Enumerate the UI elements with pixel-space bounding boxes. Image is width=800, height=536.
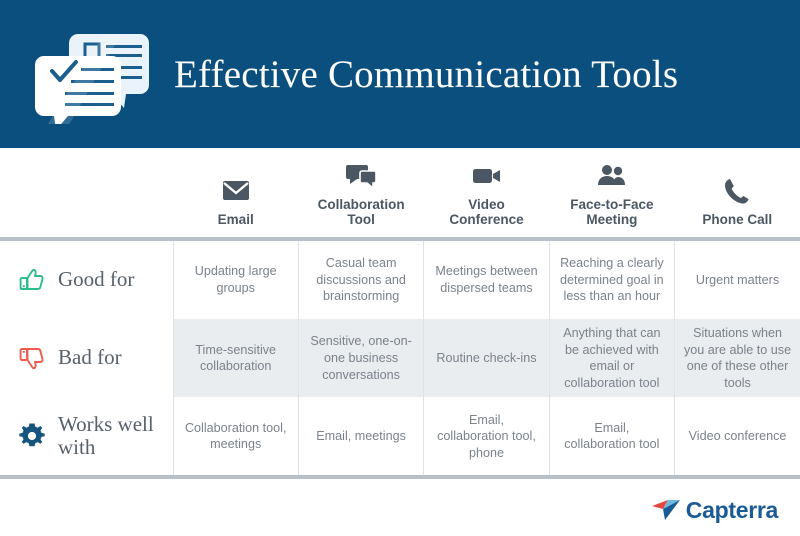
table-header-row: Email Collaboration Tool Video Conferenc… [0, 148, 800, 237]
table-cell: Meetings between dispersed teams [423, 241, 550, 319]
table-row: Good for Updating large groups Casual te… [0, 241, 800, 319]
capterra-logo-text: Capterra [685, 496, 779, 523]
gear-icon [18, 422, 46, 450]
table-cell: Anything that can be achieved with email… [548, 319, 676, 398]
envelope-icon [179, 176, 292, 206]
column-header-phone-call[interactable]: Phone Call [674, 148, 800, 237]
table-cell: Email, meetings [297, 397, 425, 476]
table-cell: Email, collaboration tool, phone [423, 397, 550, 476]
column-header-email[interactable]: Email [173, 148, 299, 237]
row-label-good-for: Good for [0, 241, 173, 319]
table-cell: Situations when you are able to use one … [674, 319, 800, 398]
table-cell: Reaching a clearly determined goal in le… [548, 241, 676, 319]
column-header-collaboration-tool[interactable]: Collaboration Tool [298, 148, 424, 237]
column-header-label: Collaboration Tool [317, 196, 405, 228]
column-header-video-conference[interactable]: Video Conference [423, 148, 550, 237]
row-label-text: Works well with [58, 411, 154, 460]
table-cell: Casual team discussions and brainstormin… [297, 241, 425, 319]
page-title: Effective Communication Tools [174, 52, 679, 96]
table-cell: Collaboration tool, meetings [172, 397, 299, 476]
people-icon [555, 161, 668, 191]
table-cell: Urgent matters [674, 241, 800, 319]
thumbs-up-icon [18, 266, 46, 294]
speech-bubbles-checklist-icon [32, 24, 152, 130]
table-top-divider [0, 237, 800, 241]
chat-bubbles-icon [304, 161, 417, 191]
table-cell: Routine check-ins [423, 319, 550, 398]
table-cell: Video conference [674, 397, 800, 476]
table-cell: Updating large groups [172, 241, 299, 319]
capterra-logo[interactable]: Capterra [651, 497, 778, 524]
page-header-banner: Effective Communication Tools [0, 0, 800, 148]
page-footer: Capterra [0, 488, 800, 532]
row-label-text: Good for [58, 267, 135, 292]
comparison-table: Email Collaboration Tool Video Conferenc… [0, 148, 800, 480]
thumbs-down-icon [18, 344, 46, 372]
table-row: Bad for Time-sensitive collaboration Sen… [0, 319, 800, 398]
header-corner-cell [0, 148, 173, 237]
table-cell: Email, collaboration tool [548, 397, 676, 476]
comparison-table-wrapper: Email Collaboration Tool Video Conferenc… [0, 148, 800, 488]
row-label-bad-for: Bad for [0, 319, 173, 398]
phone-icon [681, 176, 794, 206]
column-header-label: Phone Call [702, 212, 773, 228]
capterra-arrow-logo-icon [651, 498, 681, 522]
row-label-works-well-with: Works well with [0, 397, 173, 476]
table-row: Works well with Collaboration tool, meet… [0, 397, 800, 476]
column-header-label: Video Conference [449, 196, 524, 228]
column-header-label: Email [217, 212, 254, 228]
column-header-face-to-face-meeting[interactable]: Face-to-Face Meeting [549, 148, 675, 237]
table-bottom-divider [0, 475, 800, 480]
row-label-text: Bad for [58, 345, 122, 370]
column-header-label: Face-to-Face Meeting [570, 196, 654, 228]
table-cell: Sensitive, one-on-one business conversat… [297, 319, 425, 398]
video-camera-icon [430, 161, 543, 191]
table-cell: Time-sensitive collaboration [172, 319, 299, 398]
